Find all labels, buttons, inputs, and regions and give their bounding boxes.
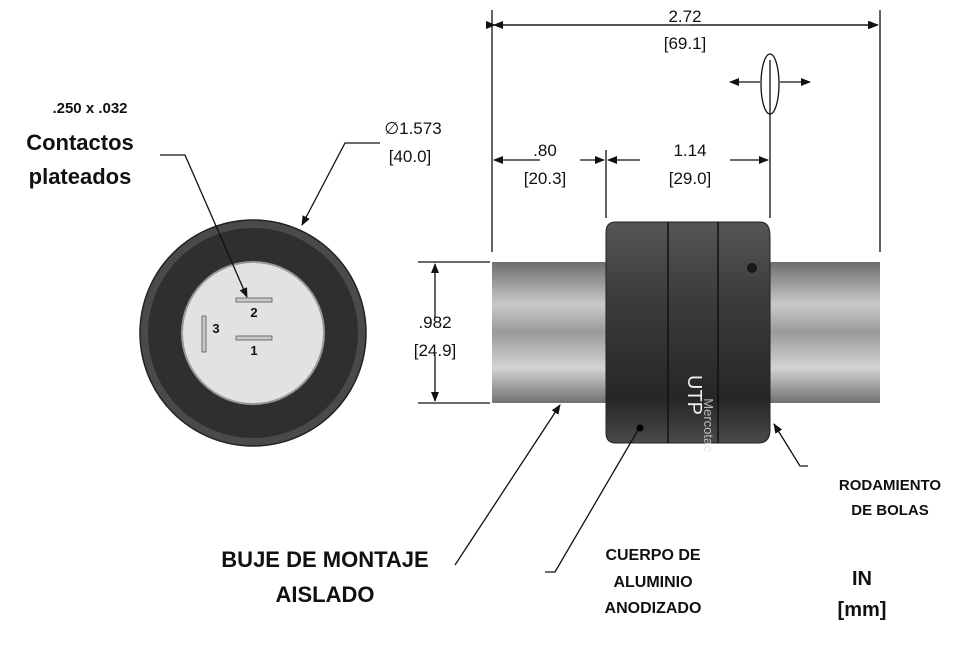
contact-3 — [201, 315, 207, 353]
body-length-mm: [29.0] — [669, 169, 712, 188]
end-view: 2 1 3 — [139, 219, 367, 447]
bushing-label-2: AISLADO — [276, 582, 375, 607]
pin-2-label: 2 — [250, 305, 257, 320]
rotation-icon — [760, 53, 780, 115]
overall-length-in: 2.72 — [668, 7, 701, 26]
utp-mercotac-logo: UTP — [683, 375, 705, 415]
diameter-in: ∅1.573 — [384, 119, 441, 138]
svg-text:Mercotac: Mercotac — [701, 398, 716, 452]
body-label-3: ANODIZADO — [605, 600, 702, 617]
body-length-in: 1.14 — [673, 141, 706, 160]
contact-1 — [235, 335, 273, 341]
bushing-leader — [454, 404, 561, 566]
shaft-length-mm: [20.3] — [524, 169, 567, 188]
bearing-label-1: RODAMIENTO — [839, 477, 942, 494]
svg-text:UTP: UTP — [683, 375, 705, 415]
contact-2 — [235, 297, 273, 303]
diameter-leader — [301, 142, 380, 226]
pin-1-label: 1 — [250, 343, 257, 358]
units-mm: [mm] — [838, 599, 887, 621]
bearing-leader — [773, 423, 808, 467]
shaft-diameter-mm: [24.9] — [414, 341, 457, 360]
contacts-leader — [160, 154, 248, 298]
contact-size: .250 x .032 — [52, 100, 127, 117]
dimensions — [418, 10, 881, 404]
diameter-mm: [40.0] — [389, 147, 432, 166]
bushing-label-1: BUJE DE MONTAJE — [221, 547, 428, 572]
side-view: UTP Mercotac — [492, 221, 880, 452]
contacts-label-2: plateados — [29, 164, 132, 189]
body-label-2: ALUMINIO — [613, 574, 692, 591]
shaft-diameter-in: .982 — [418, 313, 451, 332]
bearing-label-2: DE BOLAS — [851, 502, 929, 519]
contacts-label-1: Contactos — [26, 130, 134, 155]
shaft-length-in: .80 — [533, 141, 557, 160]
body-leader — [545, 429, 639, 573]
aluminum-body — [605, 221, 771, 444]
overall-length-mm: [69.1] — [664, 34, 707, 53]
body-label-1: CUERPO DE — [605, 547, 700, 564]
pin-3-label: 3 — [212, 321, 219, 336]
units-in: IN — [852, 568, 872, 590]
